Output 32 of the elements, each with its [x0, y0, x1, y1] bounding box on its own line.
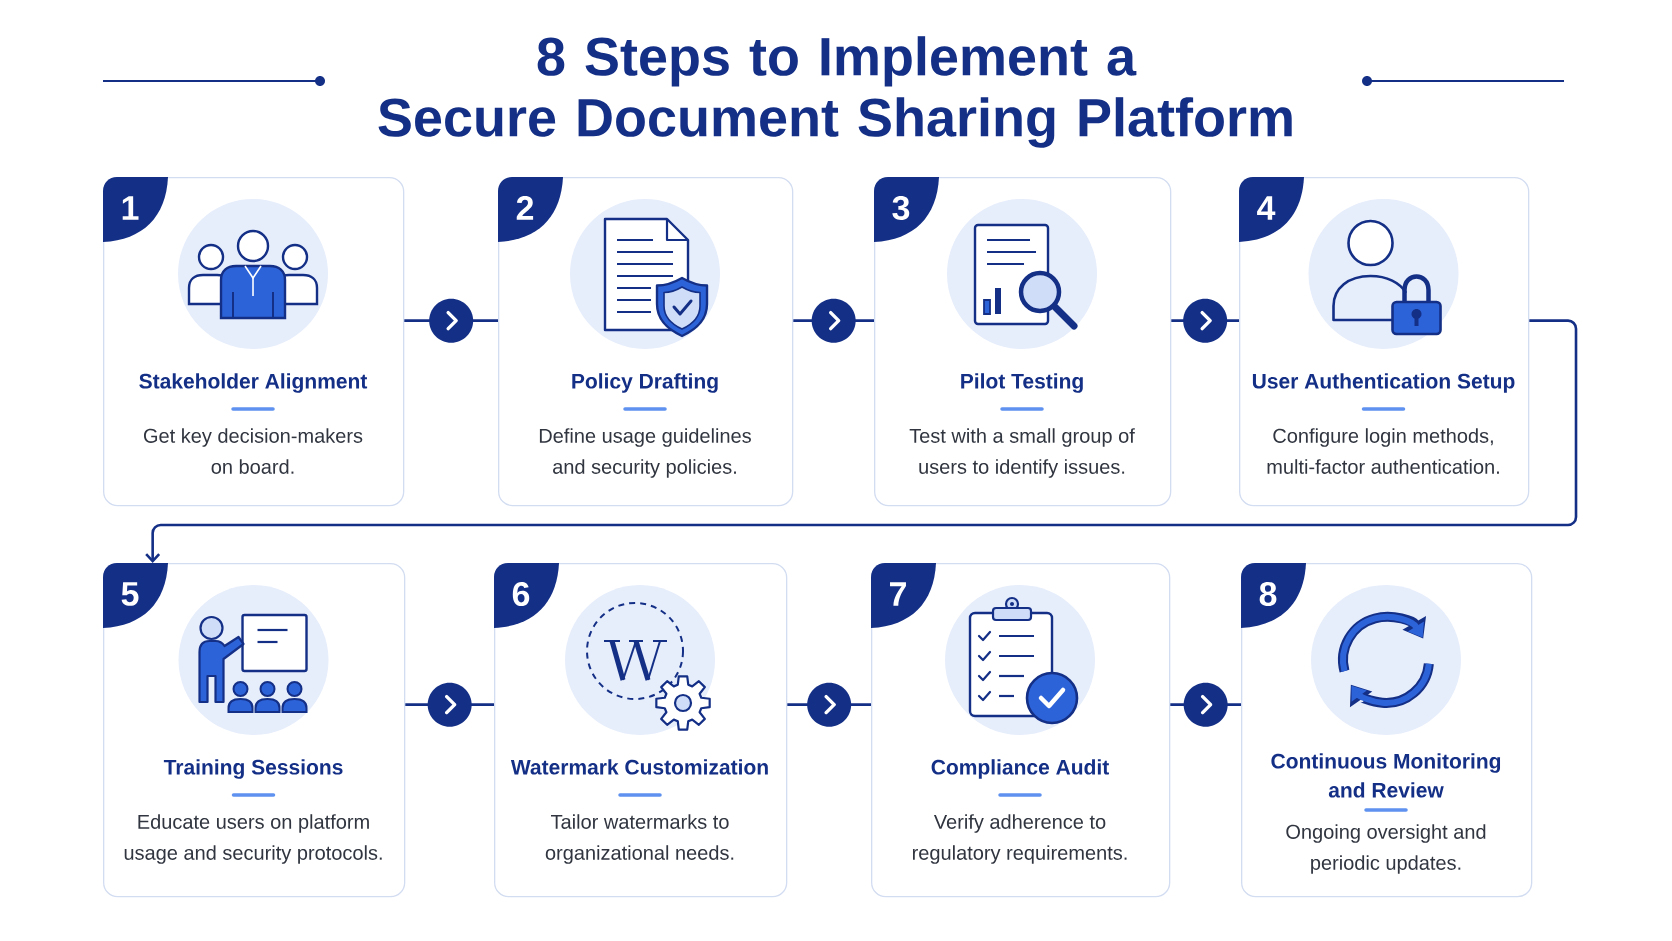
card-description: Educate users on platform usage and security protocols.	[124, 814, 382, 864]
card-title: Training Sessions	[163, 759, 343, 779]
arrow	[404, 298, 498, 343]
number-badge: 6	[494, 563, 559, 628]
card-title: Continuous Monitoring and Review	[1271, 753, 1501, 798]
arrow	[787, 682, 871, 727]
number-badge: 5	[103, 563, 168, 628]
connector-arrow	[145, 319, 1578, 563]
card-title: Policy Drafting	[572, 373, 718, 393]
arrow	[793, 298, 874, 343]
card-description: Verify adherence to regulatory requirements.	[912, 814, 1127, 864]
card-description: Test with a small group of users to identify issues.	[909, 428, 1135, 478]
card-title: Pilot Testing	[961, 373, 1083, 393]
arrow	[1170, 682, 1241, 727]
card-description: Get key decision-makers on board.	[144, 428, 363, 474]
card-title: Watermark Customization	[510, 759, 768, 775]
card-description: Define usage guidelines and security policies.	[539, 428, 751, 478]
number-badge: 3	[874, 177, 939, 242]
card-title: User Authentication Setup	[1252, 373, 1515, 393]
number-badge: 7	[871, 563, 936, 628]
arrow	[1171, 298, 1239, 343]
number-badge: 4	[1239, 177, 1304, 242]
title: 8 Steps to Implement a Secure Document Sharing Platform	[378, 36, 1292, 148]
card-description: Tailor watermarks to organizational needs.	[545, 814, 734, 864]
card-description: Configure login methods, multi-factor authentication.	[1267, 428, 1499, 474]
number-badge: 2	[498, 177, 563, 242]
number-badge: 1	[103, 177, 168, 242]
number-badge: 8	[1241, 563, 1306, 628]
card-title: Stakeholder Alignment	[139, 373, 368, 393]
card-description: Ongoing oversight and periodic updates.	[1286, 824, 1486, 874]
card-title: Compliance Audit	[931, 759, 1109, 779]
arrow	[405, 682, 494, 727]
